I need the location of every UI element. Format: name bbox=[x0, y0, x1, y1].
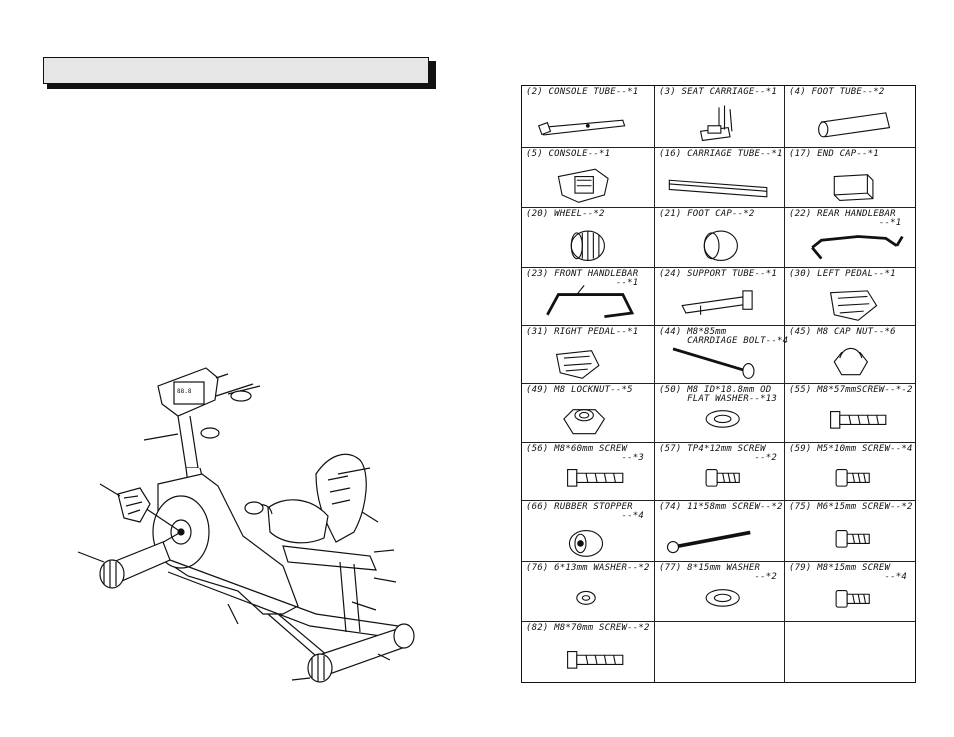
long-screw-icon bbox=[666, 530, 751, 554]
part-label: (66) RUBBER STOPPER --*4 bbox=[526, 502, 644, 521]
carriage-tube-icon bbox=[668, 179, 768, 198]
screw-icon bbox=[567, 469, 624, 487]
part-label: (24) SUPPORT TUBE--*1 bbox=[659, 269, 777, 279]
part-label: (49) M8 LOCKNUT--*5 bbox=[526, 385, 633, 395]
part-cell: (5) CONSOLE--*1 bbox=[522, 148, 655, 208]
small-screw-icon bbox=[705, 469, 740, 487]
part-cell: (3) SEAT CARRIAGE--*1 bbox=[655, 86, 785, 148]
part-label: (45) M8 CAP NUT--*6 bbox=[789, 327, 896, 337]
empty-cell bbox=[785, 622, 915, 683]
support-tube-icon bbox=[681, 290, 753, 315]
part-label: (21) FOOT CAP--*2 bbox=[659, 209, 755, 219]
part-label: (76) 6*13mm WASHER--*2 bbox=[526, 563, 650, 573]
part-label: (3) SEAT CARRIAGE--*1 bbox=[659, 87, 777, 97]
part-label: (75) M6*15mm SCREW--*2 bbox=[789, 502, 913, 512]
wheel-icon bbox=[570, 230, 605, 262]
part-cell: (22) REAR HANDLEBAR --*1 bbox=[785, 208, 915, 268]
part-cell: (24) SUPPORT TUBE--*1 bbox=[655, 268, 785, 326]
part-label: (16) CARRIAGE TUBE--*1 bbox=[659, 149, 783, 159]
flat-washer-icon bbox=[705, 589, 740, 607]
part-cell: (17) END CAP--*1 bbox=[785, 148, 915, 208]
part-cell: (50) M8 ID*18.8mm OD FLAT WASHER--*13 bbox=[655, 384, 785, 443]
part-cell: (75) M6*15mm SCREW--*2 bbox=[785, 501, 915, 562]
carriage-bolt-icon bbox=[672, 347, 755, 379]
part-cell: (76) 6*13mm WASHER--*2 bbox=[522, 562, 655, 622]
part-cell: (66) RUBBER STOPPER --*4 bbox=[522, 501, 655, 562]
part-label: (20) WHEEL--*2 bbox=[526, 209, 605, 219]
part-cell: (31) RIGHT PEDAL--*1 bbox=[522, 326, 655, 384]
right-pedal-icon bbox=[555, 350, 600, 379]
rear-handlebar-icon bbox=[811, 235, 904, 260]
part-cell: (16) CARRIAGE TUBE--*1 bbox=[655, 148, 785, 208]
locknut-icon bbox=[563, 409, 606, 435]
end-cap-icon bbox=[833, 174, 874, 202]
small-screw-icon bbox=[835, 590, 870, 608]
screw-icon bbox=[830, 411, 887, 429]
svg-text:88.8: 88.8 bbox=[177, 388, 192, 395]
section-title-box bbox=[43, 57, 429, 84]
part-label: (79) M8*15mm SCREW --*4 bbox=[789, 563, 907, 582]
part-label: (44) M8*85mm CARRDIAGE BOLT--*4 bbox=[659, 327, 789, 346]
front-handlebar-icon bbox=[546, 285, 635, 319]
part-cell: (21) FOOT CAP--*2 bbox=[655, 208, 785, 268]
part-label: (23) FRONT HANDLEBAR --*1 bbox=[526, 269, 639, 288]
part-cell: (2) CONSOLE TUBE--*1 bbox=[522, 86, 655, 148]
part-cell: (20) WHEEL--*2 bbox=[522, 208, 655, 268]
part-label: (74) 11*58mm SCREW--*2 bbox=[659, 502, 783, 512]
cap-nut-icon bbox=[833, 347, 869, 376]
part-label: (4) FOOT TUBE--*2 bbox=[789, 87, 885, 97]
seat-carriage-icon bbox=[699, 105, 733, 142]
part-cell: (23) FRONT HANDLEBAR --*1 bbox=[522, 268, 655, 326]
screw-icon bbox=[567, 651, 624, 669]
part-label: (17) END CAP--*1 bbox=[789, 149, 879, 159]
part-cell: (57) TP4*12mm SCREW --*2 bbox=[655, 443, 785, 501]
hardware-parts-table: (2) CONSOLE TUBE--*1 (3) SEAT CARRIAGE--*… bbox=[521, 85, 916, 683]
part-label: (50) M8 ID*18.8mm OD FLAT WASHER--*13 bbox=[659, 385, 777, 404]
part-label: (2) CONSOLE TUBE--*1 bbox=[526, 87, 639, 97]
empty-cell bbox=[655, 622, 785, 683]
part-label: (5) CONSOLE--*1 bbox=[526, 149, 611, 159]
part-cell: (59) M5*10mm SCREW--*4 bbox=[785, 443, 915, 501]
part-cell: (55) M8*57mmSCREW--*-2 bbox=[785, 384, 915, 443]
console-tube-icon bbox=[537, 119, 626, 136]
washer-icon bbox=[576, 590, 596, 605]
part-label: (56) M8*60mm SCREW --*3 bbox=[526, 444, 644, 463]
part-cell: (79) M8*15mm SCREW --*4 bbox=[785, 562, 915, 622]
part-label: (77) 8*15mm WASHER --*2 bbox=[659, 563, 777, 582]
small-screw-icon bbox=[835, 530, 870, 548]
part-cell: (77) 8*15mm WASHER --*2 bbox=[655, 562, 785, 622]
part-cell: (30) LEFT PEDAL--*1 bbox=[785, 268, 915, 326]
part-label: (31) RIGHT PEDAL--*1 bbox=[526, 327, 639, 337]
part-label: (57) TP4*12mm SCREW --*2 bbox=[659, 444, 777, 463]
part-label: (55) M8*57mmSCREW--*-2 bbox=[789, 385, 913, 395]
part-cell: (82) M8*70mm SCREW--*2 bbox=[522, 622, 655, 683]
part-label: (59) M5*10mm SCREW--*4 bbox=[789, 444, 913, 454]
left-pedal-icon bbox=[829, 290, 878, 321]
part-label: (22) REAR HANDLEBAR --*1 bbox=[789, 209, 902, 228]
part-cell: (74) 11*58mm SCREW--*2 bbox=[655, 501, 785, 562]
part-cell: (56) M8*60mm SCREW --*3 bbox=[522, 443, 655, 501]
foot-tube-icon bbox=[818, 112, 891, 138]
rubber-stopper-icon bbox=[568, 530, 604, 557]
part-cell: (49) M8 LOCKNUT--*5 bbox=[522, 384, 655, 443]
part-cell: (4) FOOT TUBE--*2 bbox=[785, 86, 915, 148]
foot-cap-icon bbox=[703, 230, 738, 262]
part-cell: (44) M8*85mm CARRDIAGE BOLT--*4 bbox=[655, 326, 789, 384]
flat-washer-icon bbox=[705, 410, 740, 428]
exercise-bike-illustration: 88.8 bbox=[77, 367, 415, 683]
part-label: (30) LEFT PEDAL--*1 bbox=[789, 269, 896, 279]
part-cell: (45) M8 CAP NUT--*6 bbox=[785, 326, 915, 384]
small-screw-icon bbox=[835, 469, 870, 487]
console-icon bbox=[557, 168, 609, 203]
part-label: (82) M8*70mm SCREW--*2 bbox=[526, 623, 650, 633]
